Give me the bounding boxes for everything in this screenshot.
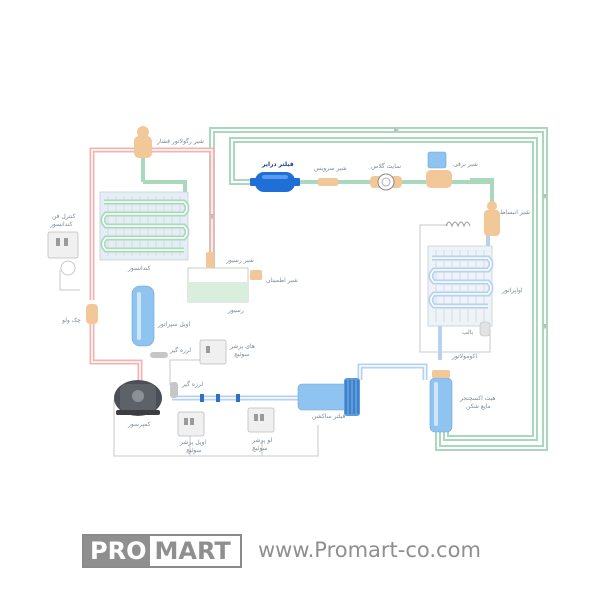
promart-logo: PRO MART [82,534,242,568]
label-check-valve: چک ولو [61,317,81,324]
label-heat-exchanger-2: مایع شکن [466,403,491,410]
vibration-absorber-bottom [170,382,178,398]
label-oil-pressure-switch-1: اویل پرشر [179,439,206,446]
label-sight-glass: سایت گلاس [371,162,401,170]
check-valve [86,304,98,324]
vibration-absorber-top [150,352,168,358]
label-vibration-absorber-top: لرزه گیر [169,346,191,354]
website-url: www.Promart-co.com [258,538,481,562]
suction-filter [297,378,360,416]
expansion-valve [484,201,500,236]
fan-regulator-valve [134,126,152,158]
label-accumulator: اکومولاتور [451,353,477,360]
compressor [114,380,162,416]
control-lines [59,224,491,457]
label-expansion-valve: شیر انبساط [500,209,530,216]
logo-mart-text: MART [154,537,231,565]
condenser [99,191,190,261]
label-low-pressure-switch-2: سوئیچ [252,445,267,452]
label-vibration-absorber-bottom: لرزه گیر [181,380,203,388]
filter-drier [250,172,300,192]
receiver [187,252,262,303]
high-pressure-switch [199,339,227,365]
label-low-pressure-switch-1: لو پرشر [251,437,272,444]
label-receiver-valve: شیر رسیور [225,257,254,264]
label-relief-valve: شیر اطمینان [266,277,298,284]
bulb [479,321,491,337]
condenser-fan-control [47,231,79,276]
label-oil-pressure-switch-2: سوئیچ [186,447,201,454]
label-filter-drier: فیلتر درایر [261,161,294,168]
suction-fittings [200,394,240,402]
label-heat-exchanger-1: هیت اکسچنجر [459,395,496,402]
label-condenser-fan-control-1: کنترل فن [52,213,76,220]
service-valve-top [318,178,338,186]
label-high-pressure-switch-2: سوئیچ [234,351,249,358]
sight-glass [370,173,402,191]
heat-exchanger [429,370,453,433]
evaporator [427,245,494,327]
label-solenoid-valve: شیر برقی [453,161,478,168]
label-evaporator: اواپراتور [501,287,523,294]
label-receiver: رسیور [227,307,244,314]
low-pressure-switch [247,407,275,433]
label-compressor: کمپرسور [127,421,151,428]
label-high-pressure-switch-1: های پرشر [229,343,255,350]
oil-pressure-switch [177,411,205,437]
oil-separator [131,285,155,347]
solenoid-valve [426,151,452,188]
flow-arrows [210,128,547,330]
hot-gas-line [89,147,215,380]
label-suction-filter: فیلتر ساکشن [312,413,345,420]
label-bulb: بالب [462,329,474,336]
label-fan-regulator-valve: شیر رگولاتور فشار [156,137,204,145]
accumulator-coil [445,221,471,228]
label-service-valve-top: شیر سرویس [314,165,347,172]
label-oil-separator: اویل سپراتور [157,321,191,328]
label-condenser-fan-control-2: کندانسور [49,221,73,228]
relief-valve [250,270,262,280]
label-condenser: کندانسور [127,265,151,272]
logo-pro-text: PRO [84,536,151,566]
